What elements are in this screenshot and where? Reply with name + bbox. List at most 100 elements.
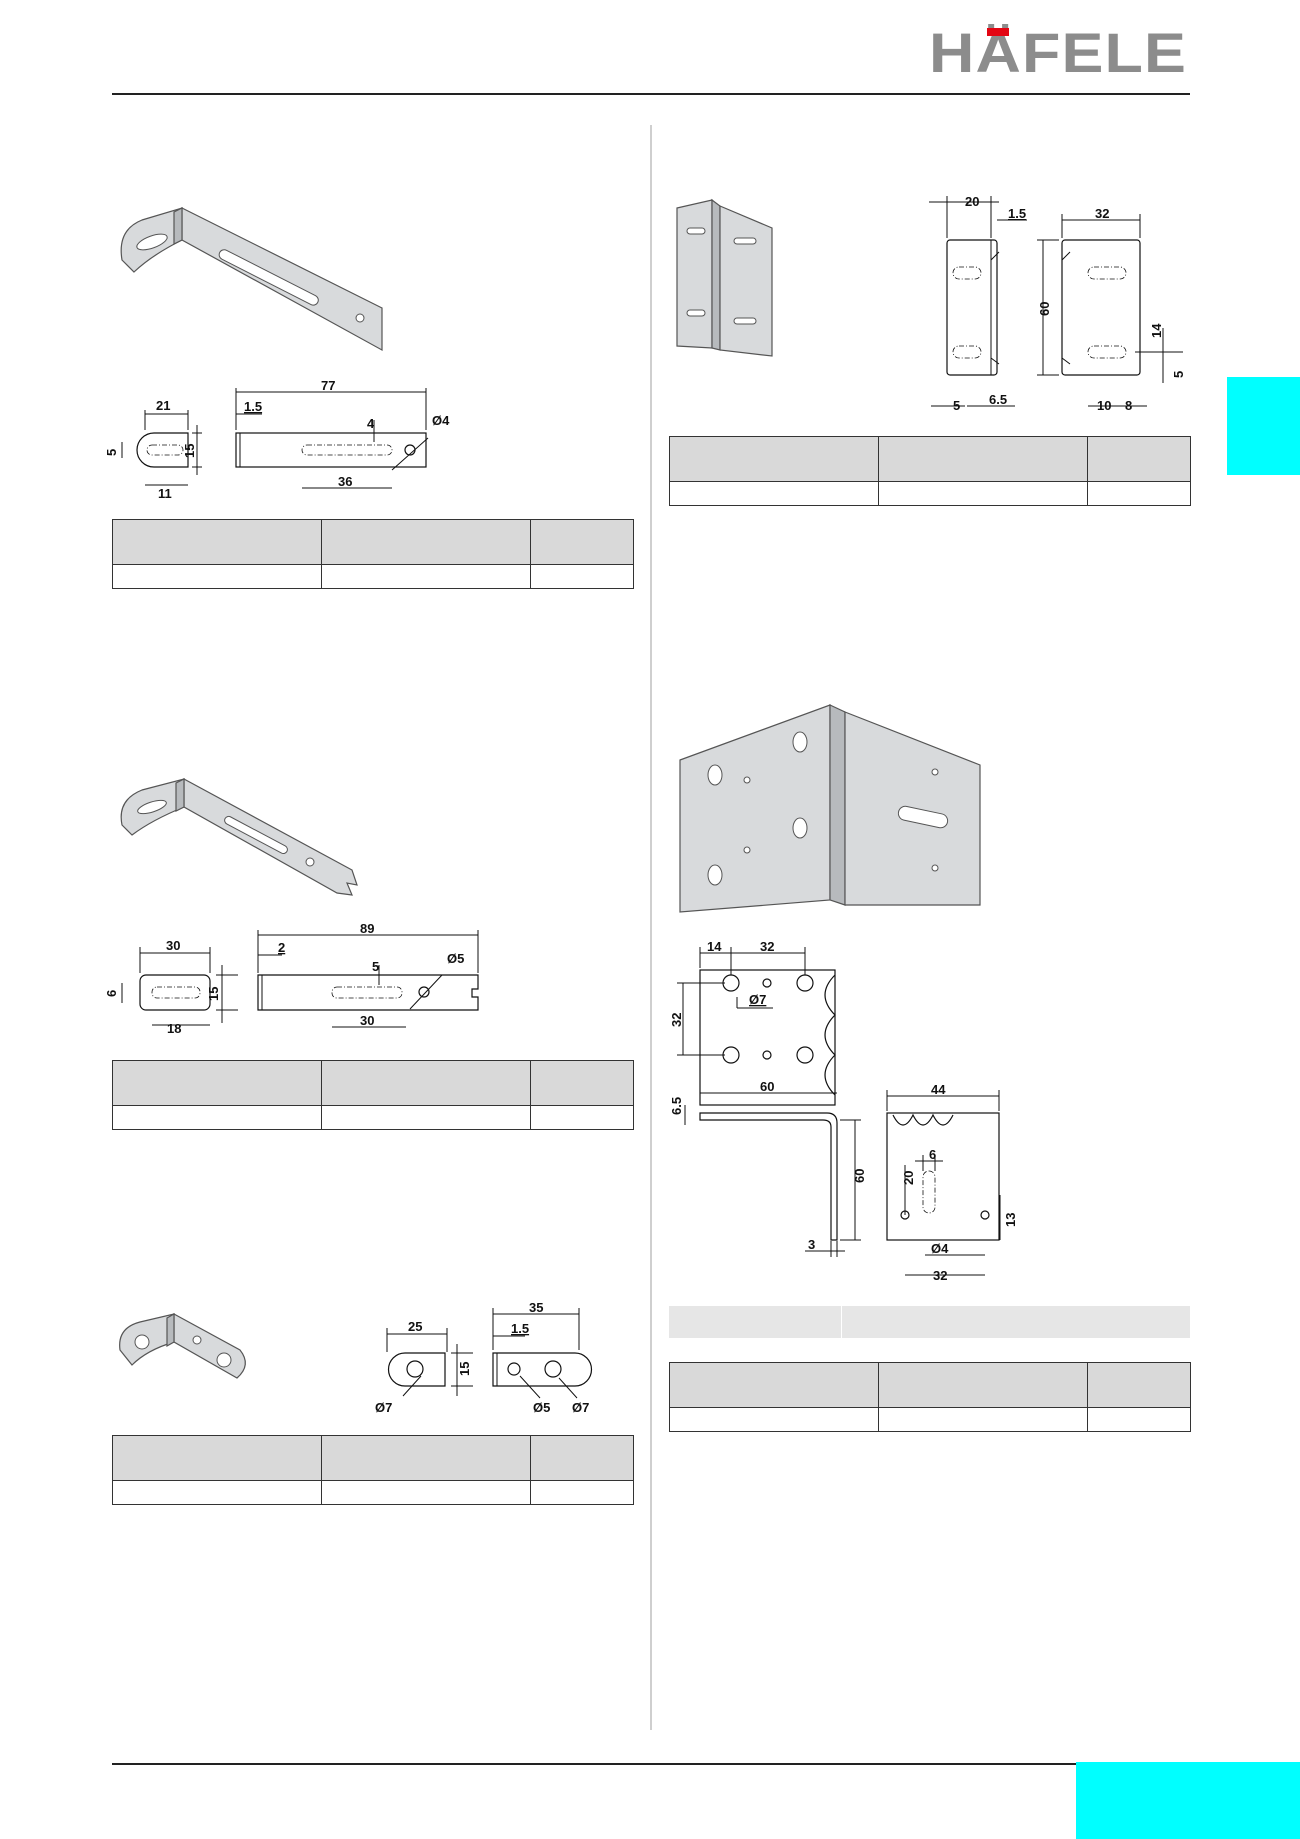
table-cell [878,481,1088,506]
header-cell [112,1435,322,1481]
footer-tab [1076,1762,1300,1839]
dim-slot-pos: 10 [1097,398,1111,413]
dim-slot-width: 4 [367,416,375,431]
table-cell [669,481,879,506]
header-cell [669,436,879,482]
dim-height: 60 [1037,302,1052,316]
header-cell [321,1060,531,1106]
table-cell [530,1480,634,1505]
header-cell [669,1362,879,1408]
dim-height: 15 [457,1362,472,1376]
dim-height: 15 [206,987,221,1001]
header-cell [878,436,1088,482]
header-cell [878,1362,1088,1408]
header-cell [321,519,531,565]
dim-slot-height: 5 [1171,371,1186,378]
drawing-bracket-35: 25 Ø7 15 35 1.5 Ø5 Ø7 [375,1300,593,1415]
dim-hole-spacing-v: 32 [669,1013,684,1027]
table-cell [1087,1407,1191,1432]
dim-width: 32 [1095,206,1109,221]
product-photo-corner-60x44 [679,704,981,913]
dim-slot-length: 30 [360,1013,374,1028]
product-photo-bracket-35 [119,1312,246,1379]
dim-slot-height: 20 [901,1171,916,1185]
table-cell [112,1105,322,1130]
header-cell [530,1435,634,1481]
dim-depth: 20 [965,194,979,209]
column-divider [650,125,652,1730]
table-cell [878,1407,1088,1432]
table-cell [321,564,531,589]
hafele-logo: HÄFELE [929,21,1186,84]
dim-width: 21 [156,398,170,413]
dim-slot-width: 5 [372,959,379,974]
dim-hole-height: 13 [1003,1213,1018,1227]
table-cell [530,564,634,589]
dim-width: 25 [408,1319,422,1334]
table-cell [1087,481,1191,506]
table-cell [112,1480,322,1505]
dim-hole-small: Ø5 [533,1400,550,1415]
dim-thickness: 2 [278,940,285,955]
table-cell [112,564,322,589]
spec-table-bracket-60x32 [669,436,1191,506]
dim-slot: 5 [104,449,119,456]
dim-hole: Ø5 [447,951,464,966]
table-cell [530,1105,634,1130]
header-cell [530,1060,634,1106]
drawing-bracket-60x32: 20 1.5 5 6.5 32 60 14 5 10 8 [929,194,1186,413]
dim-slot-width: 6 [929,1147,936,1162]
dim-width: 30 [166,938,180,953]
header-cell [321,1435,531,1481]
band-separator [841,1306,842,1338]
dim-hole-large: Ø7 [375,1400,392,1415]
product-photo-bracket-60x32 [676,198,773,357]
dim-leg-height: 60 [852,1169,867,1183]
dim-height: 15 [182,444,197,458]
drawing-bracket-77: 21 5 11 15 77 1.5 4 Ø4 36 [104,378,450,501]
spec-table-corner-60x44 [669,1362,1191,1432]
info-band [669,1306,1190,1338]
drawing-corner-60x44: 14 32 32 Ø7 6.5 60 60 3 44 6 20 13 Ø4 32 [669,939,1018,1283]
header-cell [112,1060,322,1106]
dim-hole-small: Ø4 [931,1241,949,1256]
dim-thickness: 1.5 [244,399,262,414]
dim-slot: 6 [104,990,119,997]
dim-length: 77 [321,378,335,393]
drawing-bracket-89: 30 6 18 15 89 2 5 Ø5 30 [104,921,479,1036]
dim-slot-length: 36 [338,474,352,489]
header-rule [112,93,1190,95]
dim-base: 18 [167,1021,181,1036]
table-cell [669,1407,879,1432]
dim-side-width: 44 [931,1082,946,1097]
header-cell [1087,1362,1191,1408]
spec-table-bracket-35 [112,1435,634,1505]
spec-table-bracket-89 [112,1060,634,1130]
footer-rule [112,1763,1190,1765]
spec-table-bracket-77 [112,519,634,589]
dim-edge: 14 [707,939,722,954]
logo-accent-mark [987,28,1009,36]
dim-hole-large: Ø7 [749,992,766,1007]
dim-slot-edge: 8 [1125,398,1132,413]
dim-hole: Ø4 [432,413,450,428]
header-cell [1087,436,1191,482]
logo-text: HÄFELE [929,21,1187,84]
product-photo-bracket-89 [120,777,358,896]
dim-thickness: 1.5 [511,1321,529,1336]
dim-leg-length: 60 [760,1079,774,1094]
dim-slot-width: 14 [1149,323,1164,338]
dim-flange: 6.5 [989,392,1007,407]
dim-thickness: 1.5 [1008,206,1026,221]
dim-slot-offset: 5 [953,398,960,413]
dim-length: 89 [360,921,374,936]
table-cell [321,1105,531,1130]
dim-hole-spacing: 32 [760,939,774,954]
side-tab [1227,377,1300,475]
table-cell [321,1480,531,1505]
dim-base: 11 [158,486,172,501]
header-cell [112,519,322,565]
dim-length: 35 [529,1300,543,1315]
product-photo-bracket-77 [120,207,383,352]
dim-hole-spacing-bottom: 32 [933,1268,947,1283]
